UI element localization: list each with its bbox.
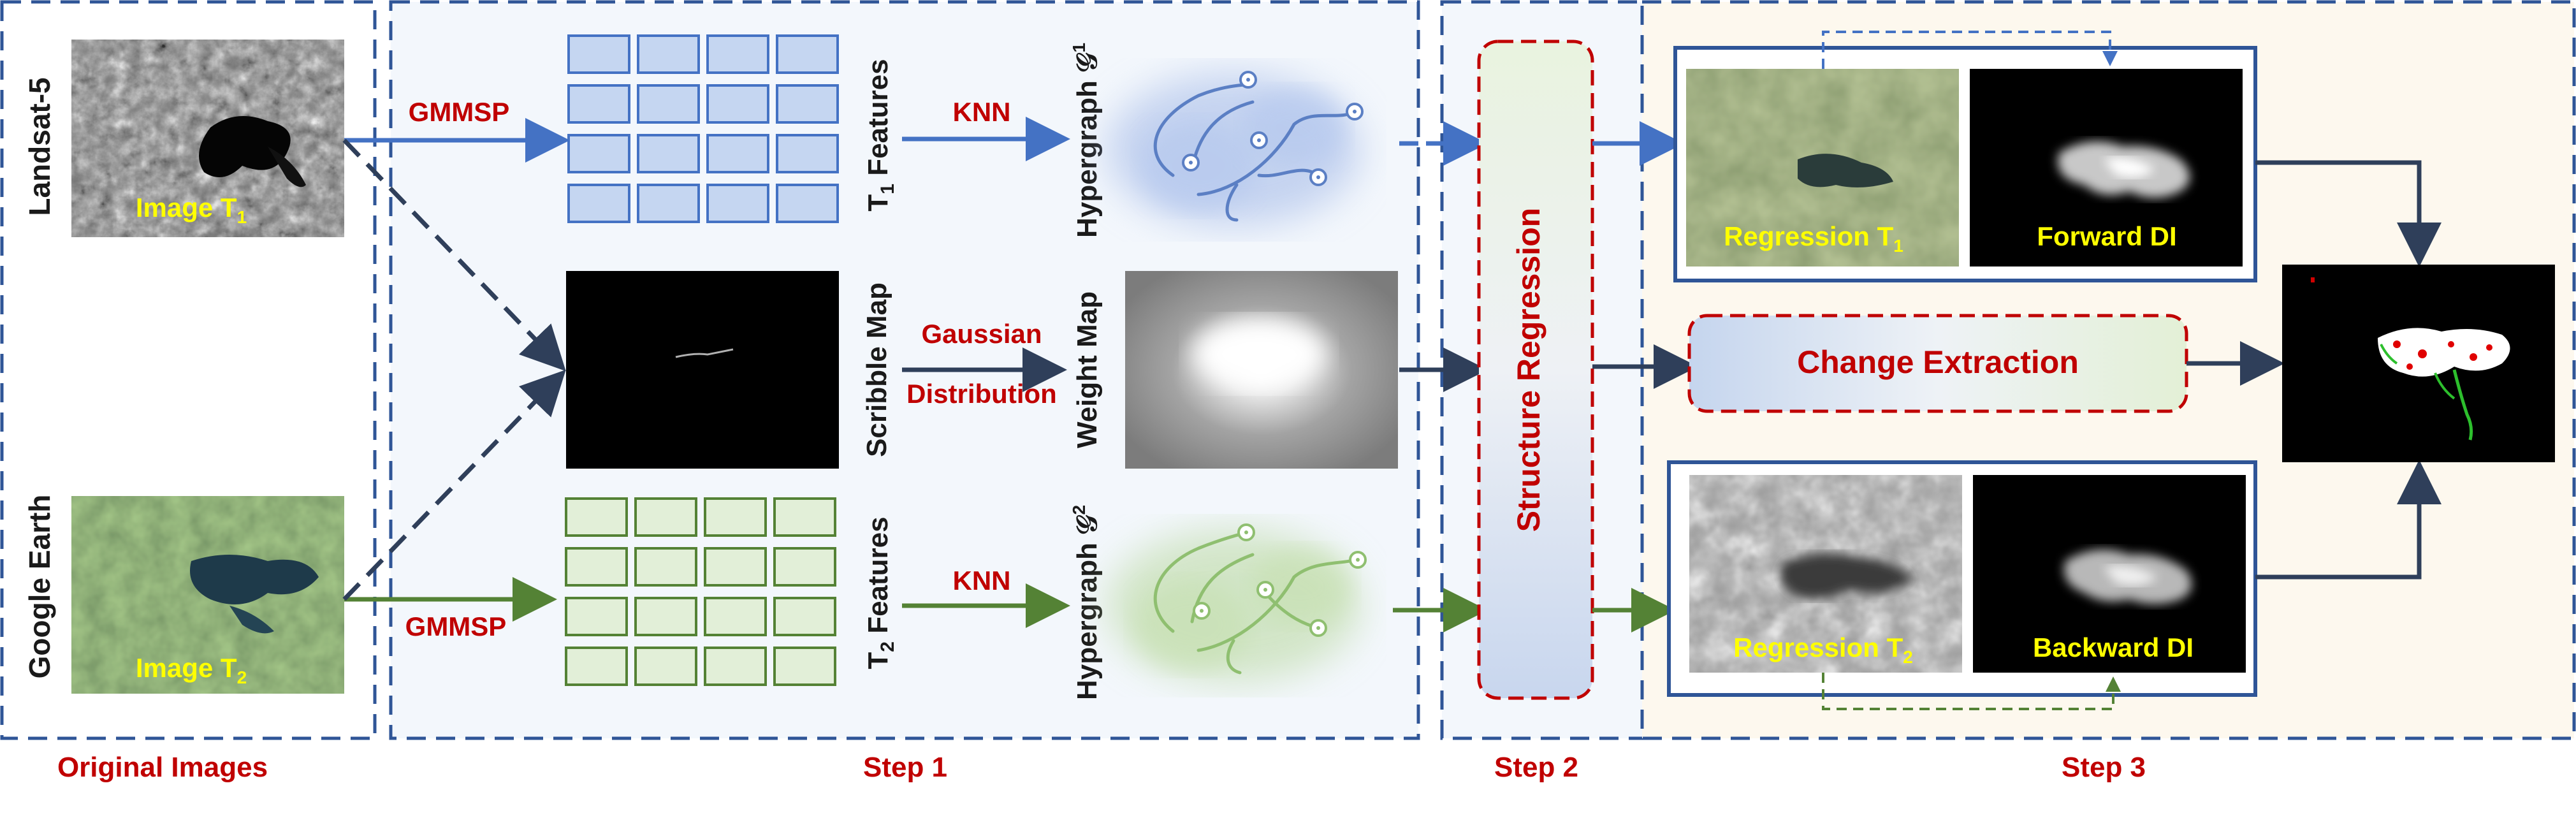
hypergraph2-label: Hypergraph 𝒢2 (1069, 505, 1103, 700)
feature-cell (637, 134, 700, 173)
feature-cell (704, 646, 767, 686)
step2-caption: Step 2 (1494, 752, 1578, 783)
regression-t2-label: Regression T2 (1733, 632, 1913, 667)
feature-cell (637, 184, 700, 223)
feature-cell (634, 497, 697, 537)
bottom-sensor-label: Google Earth (23, 495, 56, 679)
step3-caption: Step 3 (2062, 752, 2146, 783)
gmmsp-top-label: GMMSP (409, 97, 510, 127)
t2-feature-grid (565, 497, 836, 686)
feature-cell (706, 184, 769, 223)
final-change-map (2282, 265, 2555, 462)
distribution-label: Distribution (906, 379, 1057, 409)
regression-t1-image (1686, 69, 1959, 267)
feature-cell (637, 84, 700, 124)
feature-cell (565, 497, 628, 537)
forward-di-image (1970, 69, 2243, 267)
feature-cell (634, 646, 697, 686)
t2-features-label: T2 Features (862, 516, 898, 669)
feature-cell (706, 134, 769, 173)
feature-cell (565, 597, 628, 636)
backward-to-final-arrow (2255, 460, 2441, 580)
feature-cell (776, 134, 839, 173)
forward-to-final-arrow (2255, 160, 2441, 267)
bottom-image-label: Image T2 (136, 653, 247, 687)
top-image-label: Image T1 (136, 193, 247, 227)
feature-cell (776, 34, 839, 74)
hypergraph1-label: Hypergraph 𝒢1 (1069, 43, 1103, 238)
feature-cell (565, 547, 628, 587)
change-extraction-label: Change Extraction (1797, 344, 2079, 380)
feature-cell (634, 597, 697, 636)
hypergraph1-illustration (1106, 71, 1364, 226)
google-earth-image (71, 496, 344, 694)
forward-di-label: Forward DI (2037, 221, 2176, 251)
top-feedback-arrow (1822, 31, 2118, 69)
feature-cell (567, 34, 630, 74)
feature-cell (773, 547, 836, 587)
dashed-bottom-to-scribble (342, 369, 566, 601)
structure-regression-box (1477, 40, 1594, 700)
feature-cell (637, 34, 700, 74)
original-images-caption: Original Images (57, 752, 268, 783)
feature-cell (634, 547, 697, 587)
scribble-map-label: Scribble Map (861, 282, 892, 457)
feature-cell (773, 497, 836, 537)
feature-cell (773, 646, 836, 686)
weight-map-label: Weight Map (1072, 291, 1103, 448)
knn-bottom-label: KNN (953, 566, 1011, 595)
backward-di-label: Backward DI (2033, 632, 2194, 662)
t1-features-label: T1 Features (862, 59, 898, 211)
feature-cell (704, 597, 767, 636)
knn-top-label: KNN (953, 97, 1011, 127)
feature-cell (567, 184, 630, 223)
feature-cell (567, 84, 630, 124)
scribble-map (566, 271, 839, 469)
top-sensor-label: Landsat-5 (23, 77, 56, 215)
dashed-top-to-scribble (342, 138, 566, 372)
feature-cell (776, 184, 839, 223)
feature-cell (706, 84, 769, 124)
feature-cell (704, 497, 767, 537)
weight-map (1125, 271, 1398, 469)
feature-cell (567, 134, 630, 173)
gmmsp-bottom-label: GMMSP (405, 611, 507, 641)
feature-cell (773, 597, 836, 636)
hypergraph2-illustration (1106, 523, 1367, 682)
landsat-image (71, 40, 344, 237)
structure-regression-label: Structure Regression (1511, 208, 1546, 532)
regression-t1-label: Regression T1 (1724, 221, 1903, 256)
feature-cell (704, 547, 767, 587)
regression-t2-image (1689, 475, 1962, 673)
t1-feature-grid (567, 34, 839, 223)
bottom-feedback-arrow (1822, 673, 2121, 710)
feature-cell (776, 84, 839, 124)
step1-caption: Step 1 (863, 752, 947, 783)
feature-cell (706, 34, 769, 74)
backward-di-image (1973, 475, 2246, 673)
gaussian-label: Gaussian (921, 319, 1042, 349)
feature-cell (565, 646, 628, 686)
